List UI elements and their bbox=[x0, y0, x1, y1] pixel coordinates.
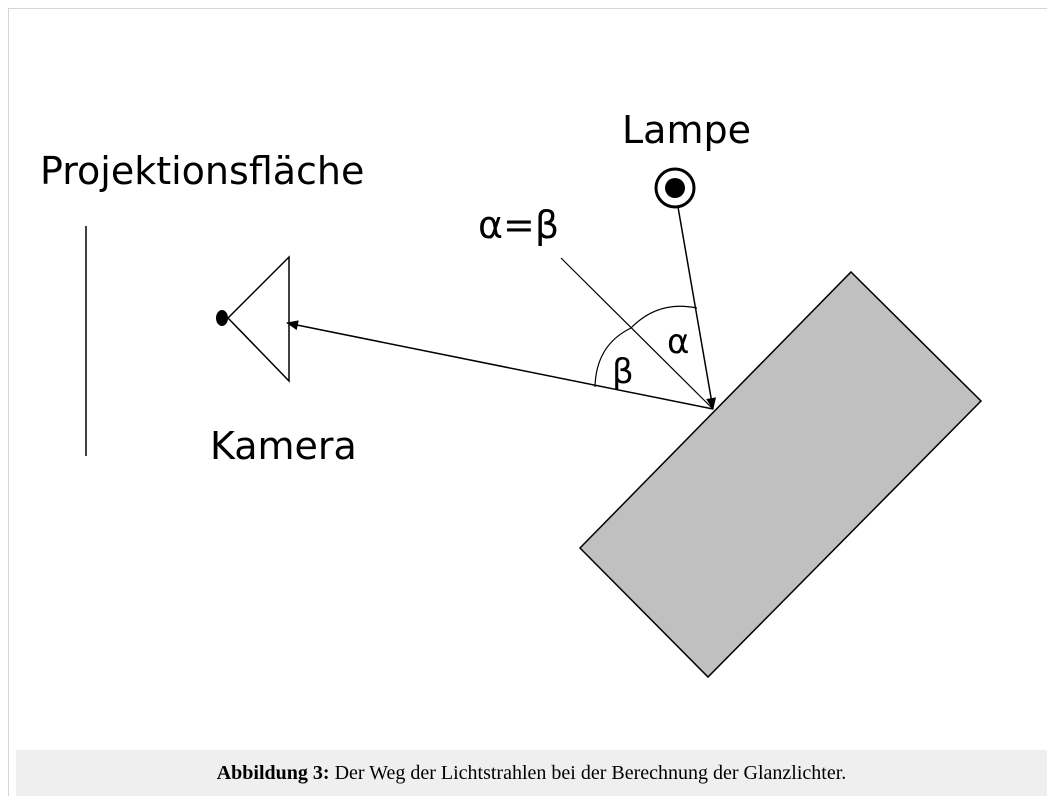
surface-normal bbox=[560, 257, 714, 410]
angle-beta-arc bbox=[594, 327, 632, 388]
angle-equation-label: α=β bbox=[478, 203, 559, 247]
lamp-label: Lampe bbox=[622, 108, 751, 152]
figure-frame bbox=[8, 8, 1047, 796]
caption-background bbox=[16, 750, 1047, 796]
camera-label: Kamera bbox=[210, 424, 357, 468]
projection-surface-label: Projektionsfläche bbox=[40, 149, 364, 193]
reflected-ray bbox=[286, 320, 714, 410]
lamp-icon bbox=[654, 167, 696, 209]
camera-icon bbox=[216, 255, 290, 383]
angle-alpha-label: α bbox=[667, 322, 689, 362]
caption-text: Der Weg der Lichtstrahlen bei der Berech… bbox=[329, 762, 847, 784]
figure-caption: Abbildung 3: Der Weg der Lichtstrahlen b… bbox=[16, 762, 1047, 785]
angle-beta-label: β bbox=[612, 352, 634, 392]
reflective-surface bbox=[578, 270, 983, 679]
angle-alpha-arc bbox=[630, 305, 698, 329]
caption-label: Abbildung 3: bbox=[216, 762, 330, 784]
